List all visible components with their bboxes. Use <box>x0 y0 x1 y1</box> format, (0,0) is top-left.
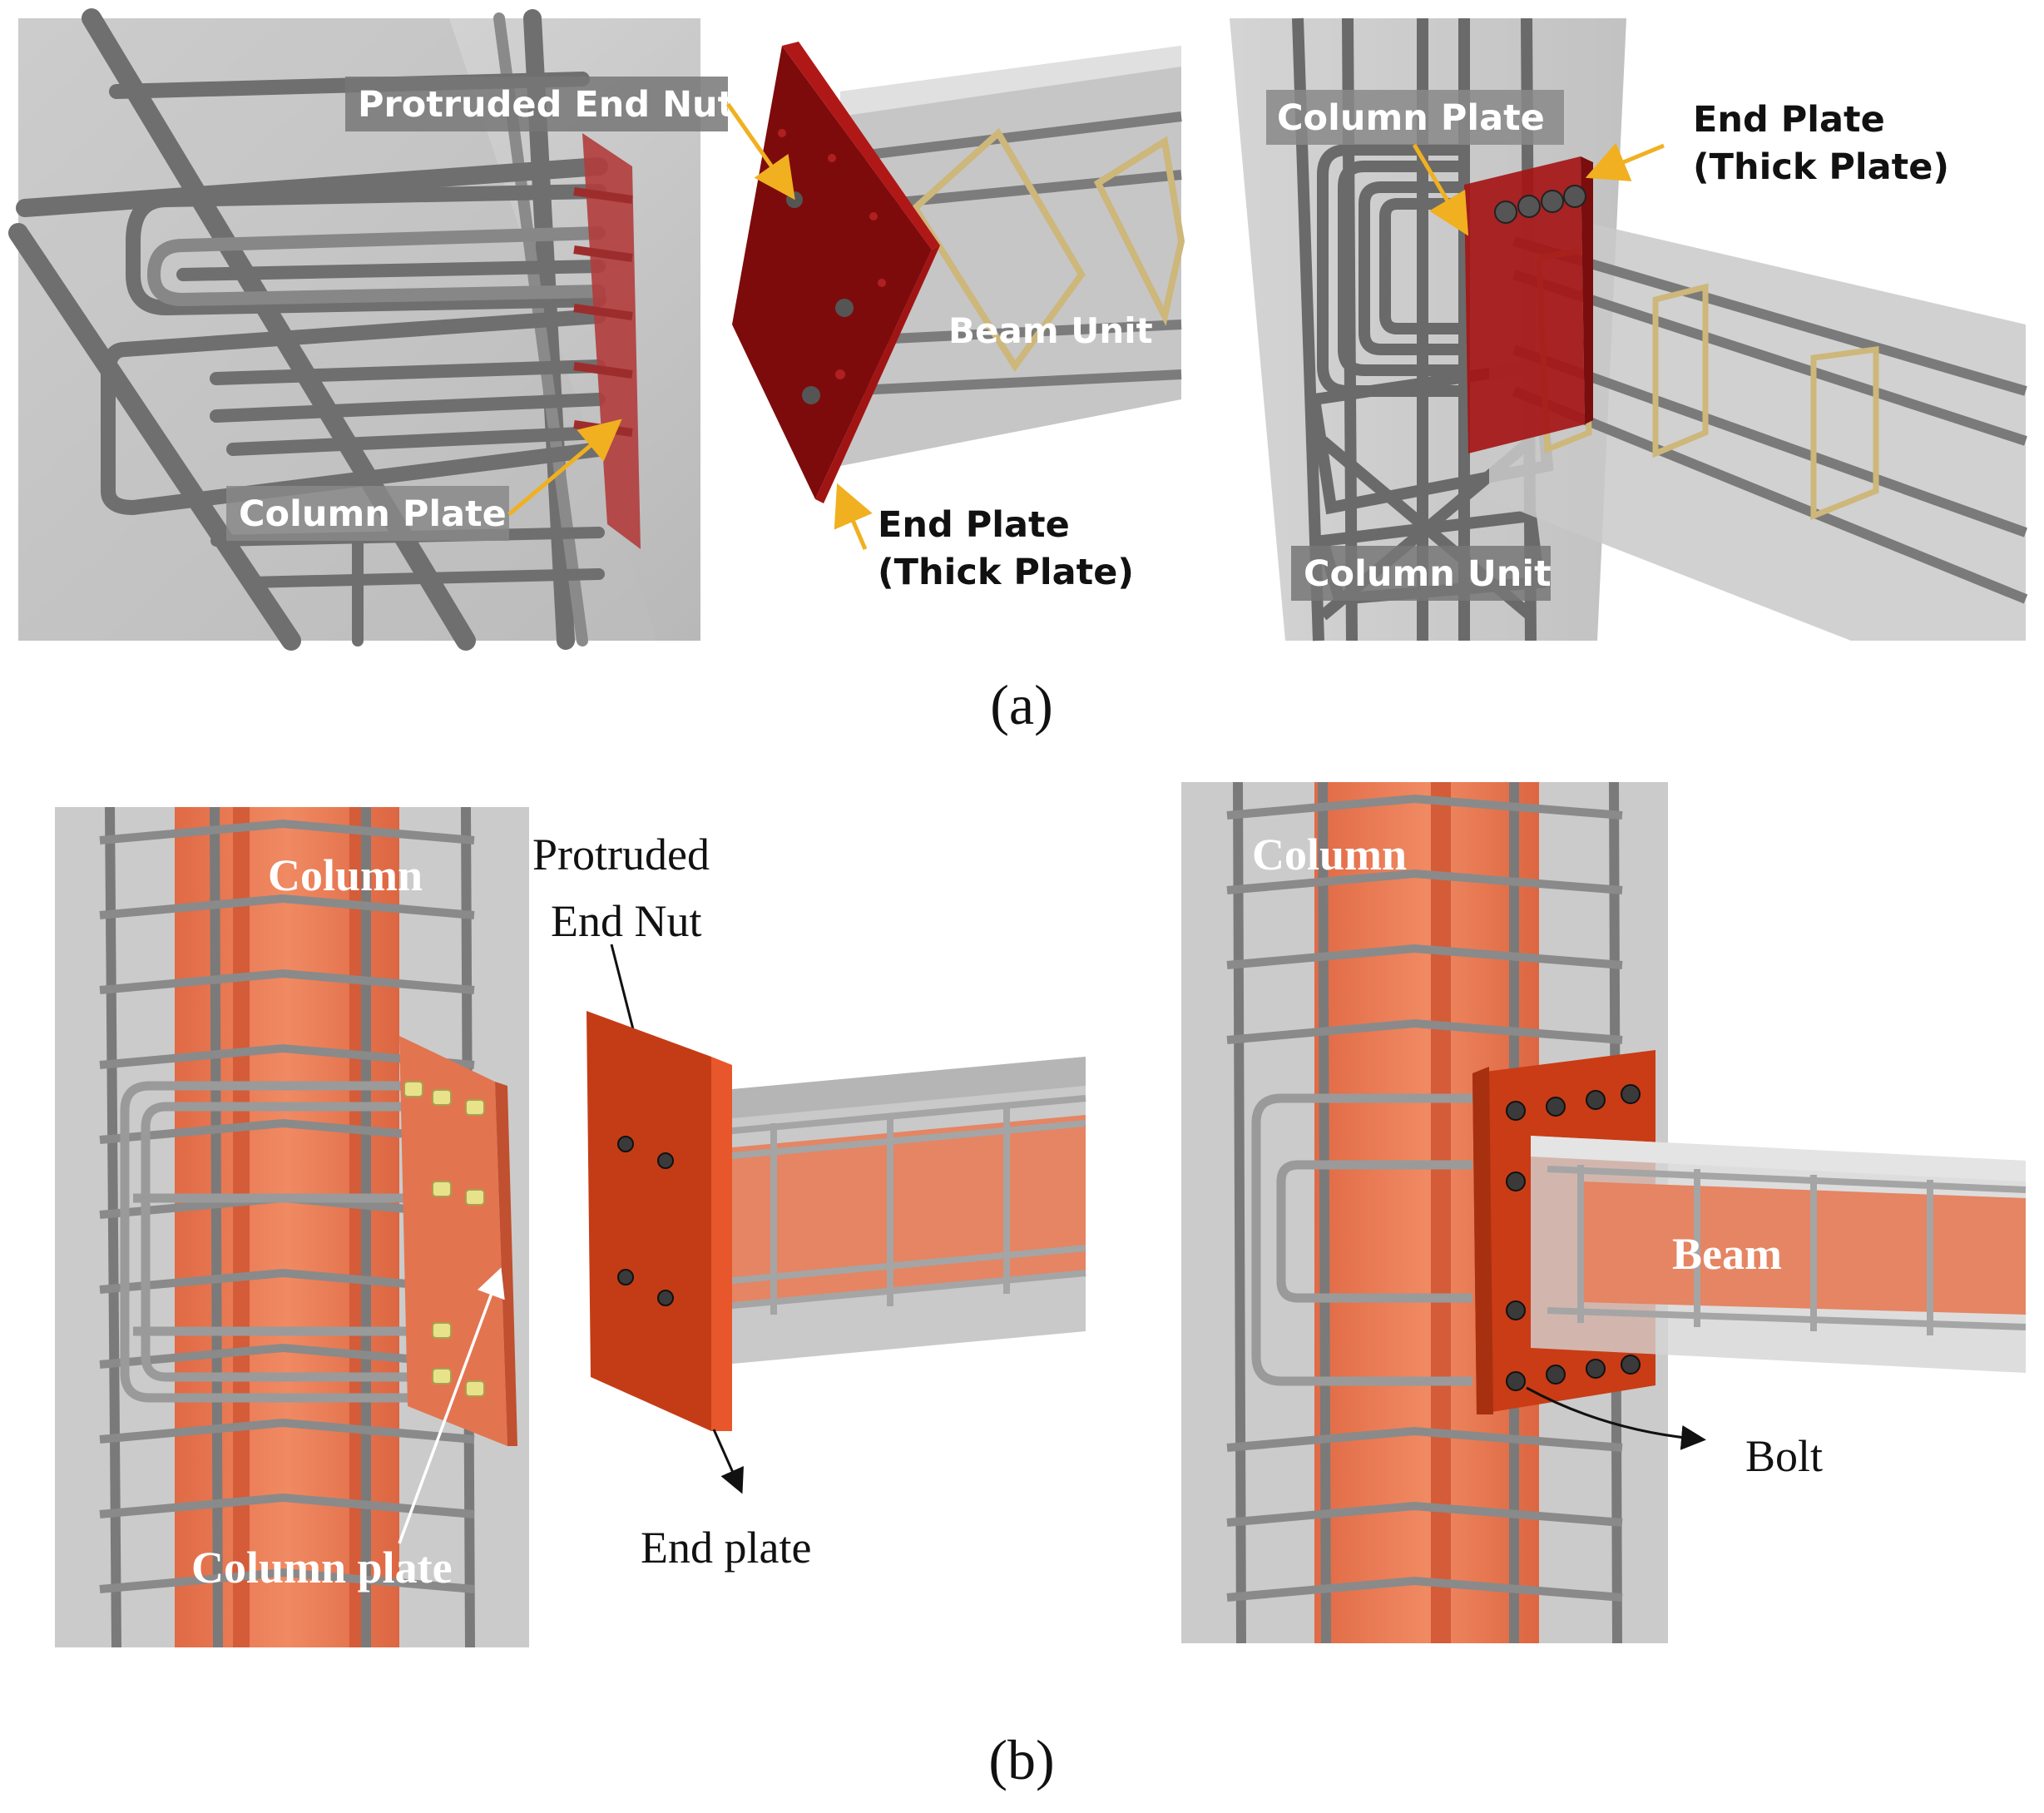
hooked-bars-b-left <box>120 1081 433 1403</box>
end-plate-a-right-side <box>1581 156 1593 424</box>
arrow-nut-a-left <box>725 102 795 201</box>
beam-rebars-b-left <box>723 1095 1086 1315</box>
caption-a: (a) <box>990 673 1052 736</box>
end-plate-a-right-bolts <box>1494 185 1586 224</box>
end-plate-b-left-nuts <box>617 1136 674 1306</box>
column-plate-a-left <box>582 133 641 549</box>
end-plate-b-left <box>586 1011 711 1431</box>
label-beam-unit-a: Beam Unit <box>948 310 1153 351</box>
label-column-b-right: Column <box>1252 830 1407 879</box>
label-protruded-b-left-2: End Nut <box>551 896 702 946</box>
label-end-plate-a-left-1: End Plate <box>878 504 1070 546</box>
svg-text:Column Unit: Column Unit <box>1304 553 1552 595</box>
panel-b-right <box>1181 781 2027 1644</box>
label-column-b-left: Column <box>268 850 423 900</box>
svg-text:Column Plate: Column Plate <box>1277 97 1545 139</box>
label-bolt-b-right: Bolt <box>1745 1431 1823 1481</box>
rebar-ties-b-right <box>1226 794 1623 1602</box>
arrow-end-plate-a-right <box>1585 142 1665 181</box>
beam-steel-b-right <box>1581 1181 2026 1315</box>
beam-top-face <box>840 46 1181 116</box>
panel-a-left-beam <box>732 42 1185 503</box>
end-plate-edge-top <box>782 42 940 250</box>
panel-b-left <box>55 806 529 1648</box>
hooked-bars-b-right <box>1251 1093 1472 1386</box>
end-plate-b-left-edge <box>711 1057 732 1431</box>
caption-b: (b) <box>988 1728 1054 1791</box>
arrow-end-plate-a-left <box>834 483 873 550</box>
column-plate-b-left <box>399 1036 507 1446</box>
arrow-column-plate-a-right <box>1412 143 1469 236</box>
label-column-plate-a-left: Column Plate <box>226 486 509 541</box>
end-plate-b-right-edge <box>1472 1067 1493 1414</box>
arrow-end-plate-b-left <box>712 1429 744 1494</box>
label-beam-b-right: Beam <box>1672 1229 1782 1279</box>
svg-text:Column Plate: Column Plate <box>239 493 507 535</box>
column-plate-b-left-edge <box>495 1082 517 1446</box>
protruded-nuts-b-left <box>403 1081 485 1397</box>
end-plate-a-right <box>1464 156 1585 453</box>
label-column-plate-b-left: Column plate <box>191 1543 453 1593</box>
bolts-b-right <box>1506 1084 1641 1391</box>
label-end-plate-b-left: End plate <box>641 1523 811 1573</box>
label-column-unit-a-right: Column Unit <box>1291 546 1552 601</box>
panel-b-left-beam <box>586 1011 1086 1431</box>
svg-text:Protruded End Nut: Protruded End Nut <box>358 84 735 126</box>
label-end-plate-a-left-2: (Thick Plate) <box>878 552 1134 593</box>
arrow-column-plate-a-left <box>507 419 622 516</box>
arrow-bolt-b-right <box>1526 1386 1706 1450</box>
label-protruded-b-left-1: Protruded <box>532 830 710 879</box>
beam-rebars-a-right <box>1512 236 2028 604</box>
arrow-column-plate-b-left <box>398 1267 505 1544</box>
label-end-plate-a-right-1: End Plate <box>1693 99 1885 141</box>
steel-column-b-right-line <box>1431 782 1451 1643</box>
steel-column-flange-line <box>233 807 250 1647</box>
beam-b-right-top <box>1531 1136 2026 1181</box>
label-column-plate-a-right: Column Plate <box>1266 90 1564 145</box>
label-end-plate-a-right-2: (Thick Plate) <box>1693 146 1949 188</box>
beam-rebars-b-right <box>1547 1165 2027 1335</box>
label-protruded-end-nut-a: Protruded End Nut <box>345 77 735 131</box>
end-plate-edge-side <box>815 245 940 503</box>
beam-stirrups-a-left <box>910 127 1185 373</box>
beam-b-left-top <box>724 1057 1086 1119</box>
